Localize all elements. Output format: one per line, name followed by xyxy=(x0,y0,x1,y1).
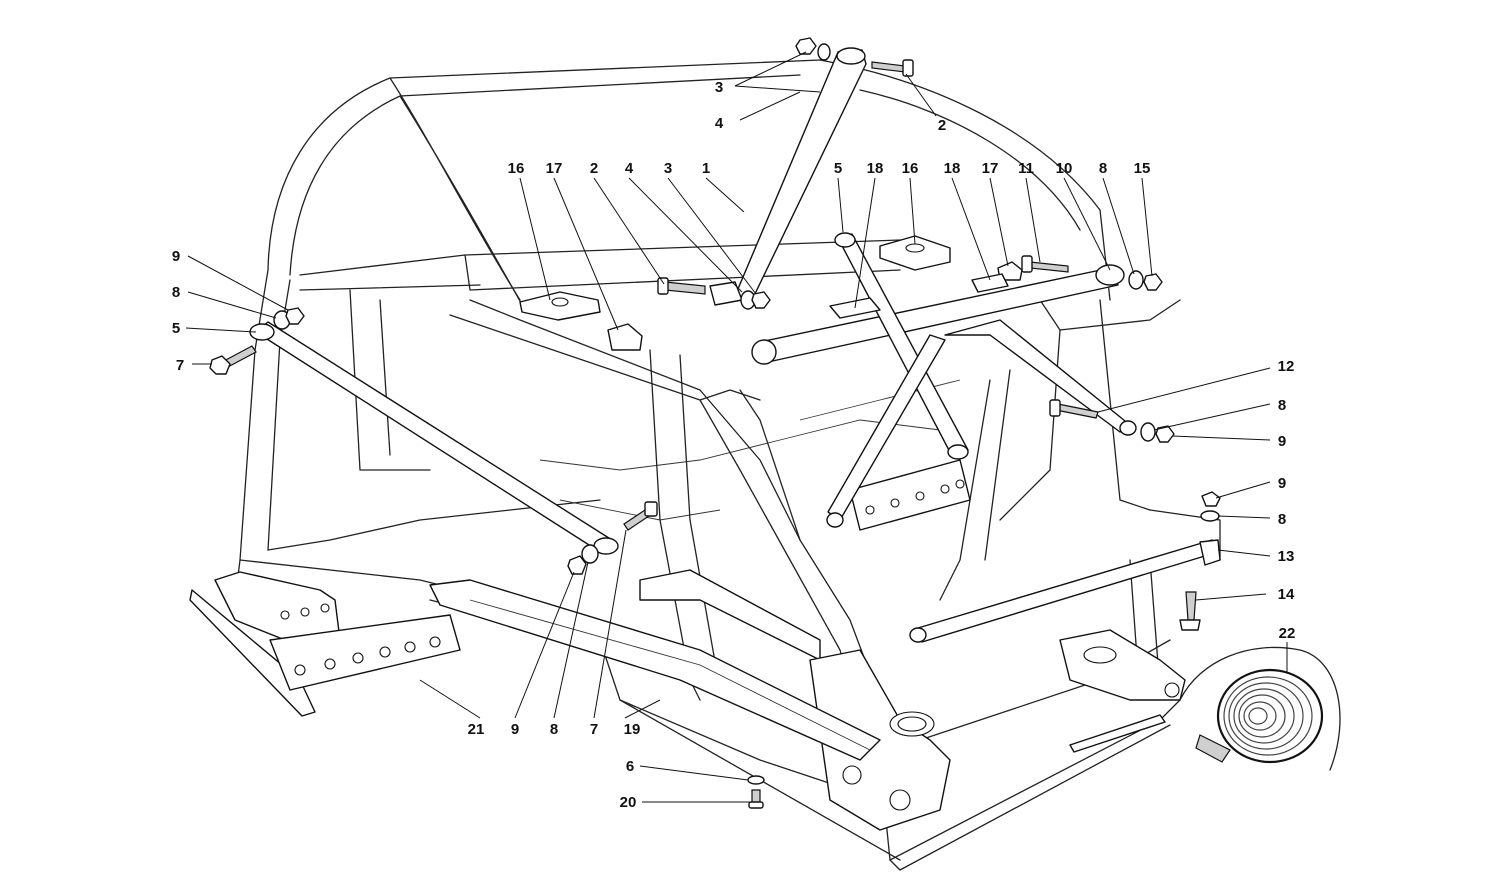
callout-17: 17 xyxy=(546,160,563,177)
part-5-x-brace xyxy=(826,232,1137,528)
callout-8: 8 xyxy=(1278,511,1286,528)
callout-21: 21 xyxy=(468,721,485,738)
callout-17: 17 xyxy=(982,160,999,177)
perforated-side-panel xyxy=(849,459,971,531)
callout-18: 18 xyxy=(867,160,884,177)
nut-3-top xyxy=(795,37,817,55)
bolt-11 xyxy=(1029,261,1069,273)
callout-9: 9 xyxy=(1278,475,1286,492)
nut-15 xyxy=(1143,273,1163,291)
callout-15: 15 xyxy=(1134,160,1151,177)
part-19-lower-rail xyxy=(429,579,881,761)
nut-9-right-mid xyxy=(1155,425,1175,443)
bolt-2-mid xyxy=(664,281,706,295)
fasteners xyxy=(209,37,1221,809)
washer-6 xyxy=(747,775,765,785)
callout-2: 2 xyxy=(590,160,598,177)
nut-3-mid xyxy=(751,291,771,309)
bracket-17-left xyxy=(607,323,643,351)
callout-10: 10 xyxy=(1056,160,1073,177)
callout-7: 7 xyxy=(176,357,184,374)
callout-12: 12 xyxy=(1278,358,1295,375)
washer-8-right-mid xyxy=(1140,422,1156,442)
callout-6: 6 xyxy=(626,758,634,775)
callout-8: 8 xyxy=(1099,160,1107,177)
washer-8-lower xyxy=(581,544,599,564)
callout-5: 5 xyxy=(834,160,842,177)
part-22-tape-roll xyxy=(1179,646,1341,771)
callout-7: 7 xyxy=(590,721,598,738)
bolt-14 xyxy=(1185,591,1197,621)
callout-13: 13 xyxy=(1278,548,1295,565)
callout-8: 8 xyxy=(1278,397,1286,414)
part-1-diagonal-strut xyxy=(734,47,867,301)
nut-9-lower xyxy=(567,555,587,575)
floor-trim-strip xyxy=(1069,714,1166,753)
callout-5: 5 xyxy=(172,320,180,337)
nut-9-left xyxy=(285,307,305,325)
bracket-16-left xyxy=(519,291,601,321)
callout-18: 18 xyxy=(944,160,961,177)
callout-14: 14 xyxy=(1278,586,1295,603)
callout-1: 1 xyxy=(702,160,710,177)
callout-4: 4 xyxy=(715,115,724,132)
callout-3: 3 xyxy=(664,160,672,177)
callout-22: 22 xyxy=(1279,625,1296,642)
washer-8-right-top xyxy=(1128,270,1144,290)
callout-9: 9 xyxy=(511,721,519,738)
part-21-jacking-beam xyxy=(189,571,461,717)
part-13-lower-transverse-tube xyxy=(909,539,1221,643)
rear-mount-plate xyxy=(1059,629,1186,701)
callout-19: 19 xyxy=(624,721,641,738)
washer-4-top xyxy=(817,43,831,61)
callout-4: 4 xyxy=(625,160,634,177)
washer-8-loose xyxy=(1200,510,1220,522)
callout-9: 9 xyxy=(1278,433,1286,450)
callout-3: 3 xyxy=(715,79,723,96)
bushing-3-mid xyxy=(709,281,743,306)
bolt-2-top xyxy=(871,61,906,73)
part-5-left-diagonal-tube xyxy=(249,321,619,555)
nut-9-loose xyxy=(1201,491,1221,507)
leader-lines xyxy=(185,51,1288,803)
callout-20: 20 xyxy=(620,794,637,811)
part-10-transverse-tube xyxy=(751,264,1125,365)
callout-11: 11 xyxy=(1018,160,1034,177)
callout-2: 2 xyxy=(938,117,946,134)
callout-16: 16 xyxy=(902,160,919,177)
bracket-18-right xyxy=(971,273,1009,293)
callout-9: 9 xyxy=(172,248,180,265)
callout-8: 8 xyxy=(550,721,558,738)
callout-labels: 1 2 2 3 3 4 4 5 5 6 7 7 8 8 8 8 8 9 9 9 … xyxy=(172,79,1296,811)
callout-8: 8 xyxy=(172,284,180,301)
callout-16: 16 xyxy=(508,160,525,177)
